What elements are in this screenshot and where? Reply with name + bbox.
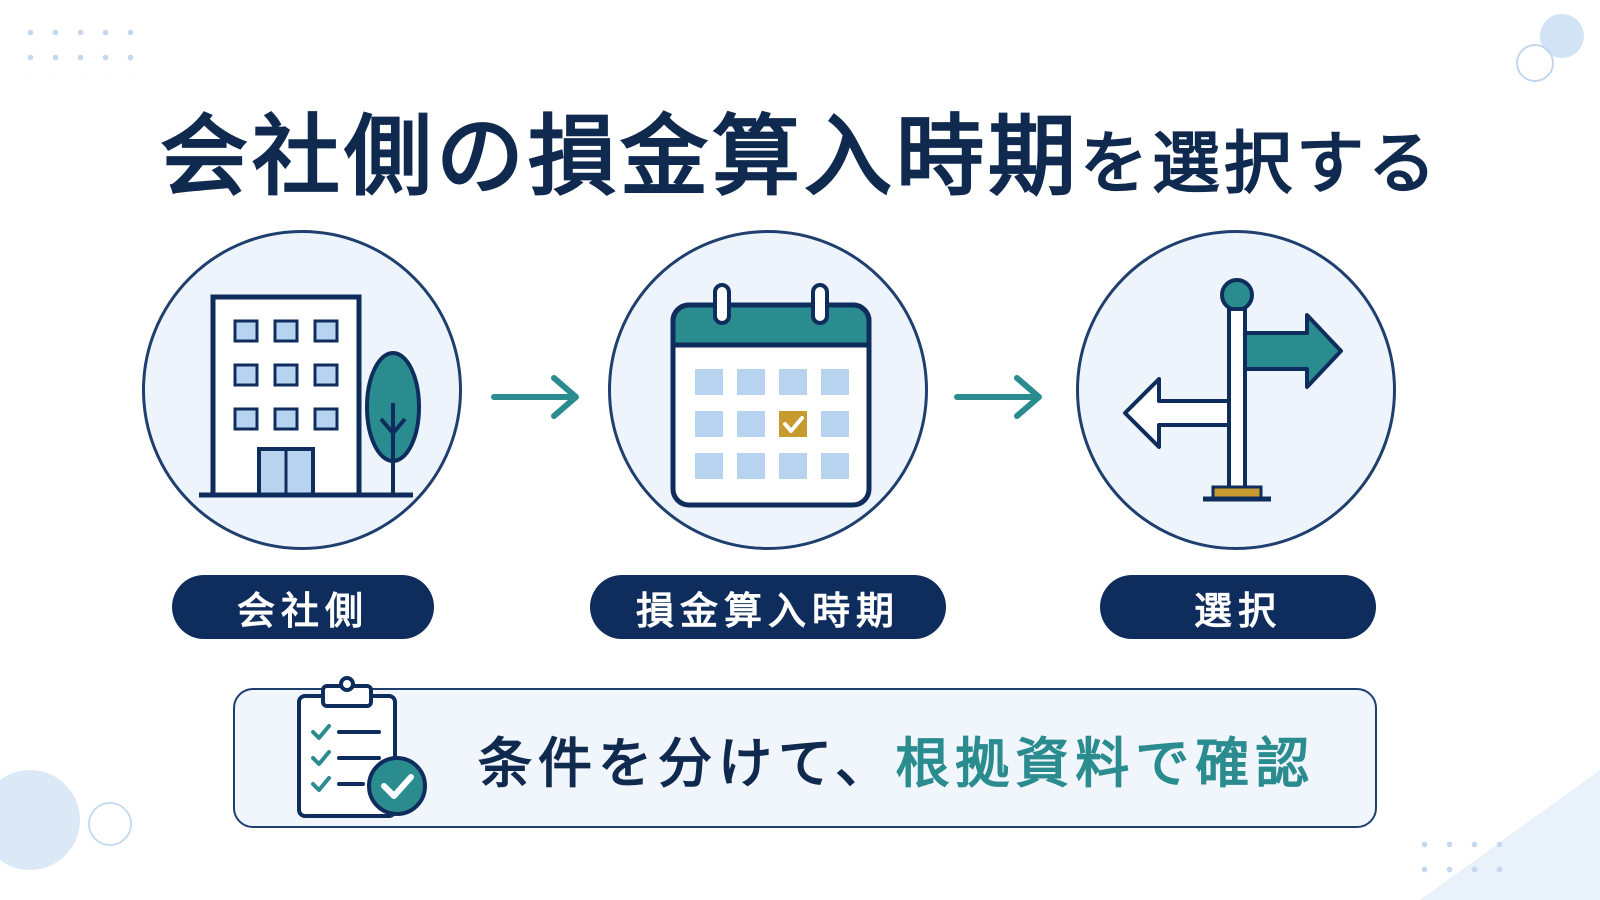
decorative-dots xyxy=(1412,832,1512,882)
step-label-selection: 選択 xyxy=(1100,575,1376,639)
step-selection xyxy=(1076,230,1396,550)
arrow-right-icon xyxy=(954,375,1042,419)
signpost-icon xyxy=(1123,278,1343,502)
note-box: 条件を分けて、根拠資料で確認 xyxy=(233,676,1377,828)
step-label-company: 会社側 xyxy=(172,575,434,639)
decorative-ring xyxy=(1516,44,1554,82)
note-prefix: 条件を分けて、 xyxy=(478,731,896,795)
page-title: 会社側の損金算入時期を選択する xyxy=(0,86,1600,213)
title-main: 会社側の損金算入時期 xyxy=(159,105,1080,208)
office-building-icon xyxy=(199,294,421,498)
step-deduction-timing xyxy=(608,230,928,550)
step-label-deduction-timing: 損金算入時期 xyxy=(590,575,946,639)
note-text: 条件を分けて、根拠資料で確認 xyxy=(478,690,1315,826)
note-highlight: 根拠資料で確認 xyxy=(895,731,1316,795)
arrow-right-icon xyxy=(491,375,579,419)
title-suffix: を選択する xyxy=(1080,125,1441,204)
clipboard-checklist-icon xyxy=(297,676,427,818)
calendar-icon xyxy=(670,283,872,508)
decorative-dots xyxy=(18,20,138,80)
step-company xyxy=(142,230,462,550)
decorative-circle xyxy=(0,770,80,870)
decorative-ring xyxy=(88,802,132,846)
